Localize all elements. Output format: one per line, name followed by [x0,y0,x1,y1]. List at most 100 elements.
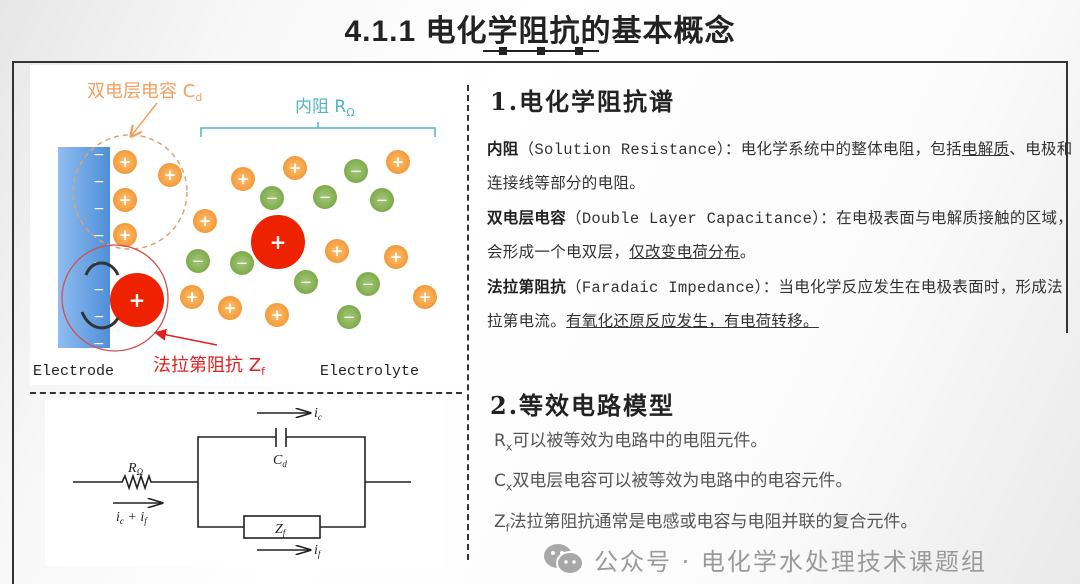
paragraph-double-layer: 双电层电容（Double Layer Capacitance）：在电极表面与电解… [487,208,1074,262]
cation: + [180,285,204,309]
svg-text:+: + [119,191,132,209]
total-current-label: i [116,510,120,525]
svg-text:内阻 RΩ: 内阻 RΩ [295,97,355,119]
c-label: C [273,453,283,468]
paragraph-faradaic: 法拉第阻抗（Faradaic Impedance）：当电化学反应发生在电极表面时… [487,277,1063,331]
cations: + + + + + + + + + + + + + + [113,150,437,327]
cation: + [113,223,137,247]
svg-text:+: + [199,212,212,230]
horizontal-divider [30,392,462,394]
if-label: i [314,543,318,558]
electrolyte-label: Electrolyte [320,363,419,380]
svg-text:+: + [392,153,405,171]
cd-pointer [132,102,158,135]
page-title: 4.1.1 电化学阻抗的基本概念 [344,15,736,48]
cation: + [325,239,349,263]
svg-text:−: − [93,282,105,298]
anion: − [344,159,368,183]
svg-text:−: − [362,275,375,293]
svg-text:Zf: Zf [275,522,287,538]
electrode-label: Electrode [33,363,114,380]
paragraph-solution-resistance: 内阻（Solution Resistance）：电化学系统中的整体电阻，包括电解… [487,139,1073,193]
svg-text:ic: ic [314,406,322,422]
cation: + [413,285,437,309]
cation: + [283,156,307,180]
anion: − [356,272,380,296]
resistance-label: 内阻 R [295,97,346,117]
section1-heading: 1.电化学阻抗谱 [490,87,676,116]
svg-text:−: − [192,252,205,270]
svg-text:+: + [271,306,284,324]
anion: − [370,188,394,212]
double-layer-diagram: −−−−−−−− + + + + + + + + + + + + + + − −… [30,65,462,385]
capacitor [275,428,287,447]
svg-text:−: − [236,254,249,272]
svg-text:−: − [266,189,279,207]
anion: − [260,186,284,210]
svg-text:+: + [129,288,146,312]
double-layer-circle [72,134,188,250]
cation: + [218,296,242,320]
anion: − [186,249,210,273]
svg-text:双电层电容 Cd: 双电层电容 Cd [87,81,202,104]
cation: + [193,209,217,233]
list-item: Zf法拉第阻抗通常是电感或电容与电阻并联的复合元件。 [494,511,918,535]
svg-text:−: − [300,273,313,291]
resistance-bracket [200,122,436,137]
svg-text:−: − [93,336,105,352]
cation: + [158,163,182,187]
svg-text:ic + if: ic + if [116,510,148,526]
large-cation: + + [110,215,305,327]
ic-label: i [314,406,318,421]
svg-text:+: + [237,170,250,188]
list-item: Cx双电层电容可以被等效为电路中的电容元件。 [494,471,853,494]
svg-text:Cd: Cd [273,453,287,469]
cation: + [113,150,137,174]
svg-text:−: − [319,188,332,206]
anion: − [313,185,337,209]
anion: − [337,305,361,329]
svg-text:−: − [350,162,363,180]
svg-text:−: − [93,147,105,163]
cation: + [231,167,255,191]
svg-text:+: + [186,288,199,306]
circuit-element-list: Rx可以被等效为电路中的电阻元件。 Cx双电层电容可以被等效为电路中的电容元件。… [494,424,918,545]
svg-text:+: + [390,248,403,266]
electron-transfer-arrows-icon [80,261,120,330]
svg-text:+: + [224,299,237,317]
cation: + [384,245,408,269]
svg-text:if: if [314,543,322,559]
svg-text:+: + [119,226,132,244]
svg-text:+: + [164,166,177,184]
svg-text:法拉第阻抗 Zf: 法拉第阻抗 Zf [153,355,266,378]
section2-heading: 2.等效电路模型 [490,391,676,420]
section1-body: 内阻（Solution Resistance）：电化学系统中的整体电阻，包括电解… [487,132,1077,339]
wechat-icon [544,544,584,575]
r-label: R [127,461,137,476]
svg-text:+: + [289,159,302,177]
cation: + [386,150,410,174]
z-label: Z [275,522,283,537]
svg-text:−: − [93,228,105,244]
cation: + [265,303,289,327]
zf-pointer [154,328,218,346]
svg-text:−: − [376,191,389,209]
svg-text:−: − [343,308,356,326]
svg-text:−: − [93,201,105,217]
list-item: Rx可以被等效为电路中的电阻元件。 [494,431,768,454]
resistor [73,473,198,491]
vertical-divider [467,85,469,560]
watermark: 公众号 · 电化学水处理技术课题组 [542,542,987,576]
svg-text:+: + [419,288,432,306]
anion: − [230,251,254,275]
equivalent-circuit: RΩ Cd Zf ic if ic + if [45,398,443,566]
svg-text:−: − [93,309,105,325]
anions: − − − − − − − − − [186,159,394,329]
svg-text:+: + [119,153,132,171]
frame-right-border [1066,61,1068,333]
title-divider [483,47,599,55]
cation: + [113,188,137,212]
anion: − [294,270,318,294]
svg-text:−: − [93,174,105,190]
cd-label: 双电层电容 C [87,81,195,102]
